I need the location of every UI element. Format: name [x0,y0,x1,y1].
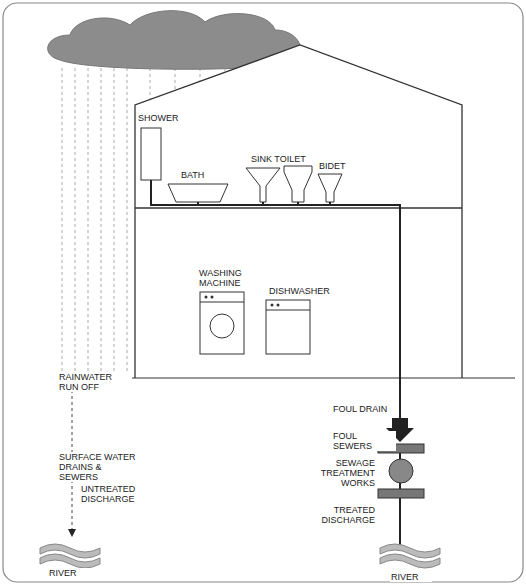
flow-label: FOUL SEWERS [332,431,396,451]
shower [141,128,161,180]
river-label: RIVER [48,568,90,578]
works-label: SEWAGE TREATMENT WORKS [312,458,376,488]
flow-label: UNTREATED DISCHARGE [80,484,156,504]
sink [246,168,280,202]
floor [135,207,462,209]
bath [168,184,228,202]
river-label: RIVER [390,572,432,582]
foul-drain-pipe [151,180,400,425]
bidet [318,174,342,202]
flow-label: TREATED DISCHARGE [312,505,376,525]
ground [100,377,515,378]
frame [3,3,523,582]
appliance-label: DISHWASHER [268,286,340,296]
toilet [284,166,312,202]
fixture-label: BIDET [318,161,360,171]
flow-label: SURFACE WATER DRAINS & SEWERS [58,452,140,482]
fixture-label: BATH [180,170,222,180]
washing-machine [200,292,244,354]
river-symbol [40,544,440,568]
dishwasher [266,300,310,354]
treatment-filter [389,459,413,483]
house-outline [135,45,462,378]
appliance-label: WASHING MACHINE [198,268,260,288]
flow-label: FOUL DRAIN [332,404,396,414]
flow-label: RAINWATER RUN OFF [58,372,132,392]
fixture-label: SHOWER [137,113,199,123]
treatment-tank [378,489,424,498]
fixture-label: SINK TOILET [250,154,322,164]
